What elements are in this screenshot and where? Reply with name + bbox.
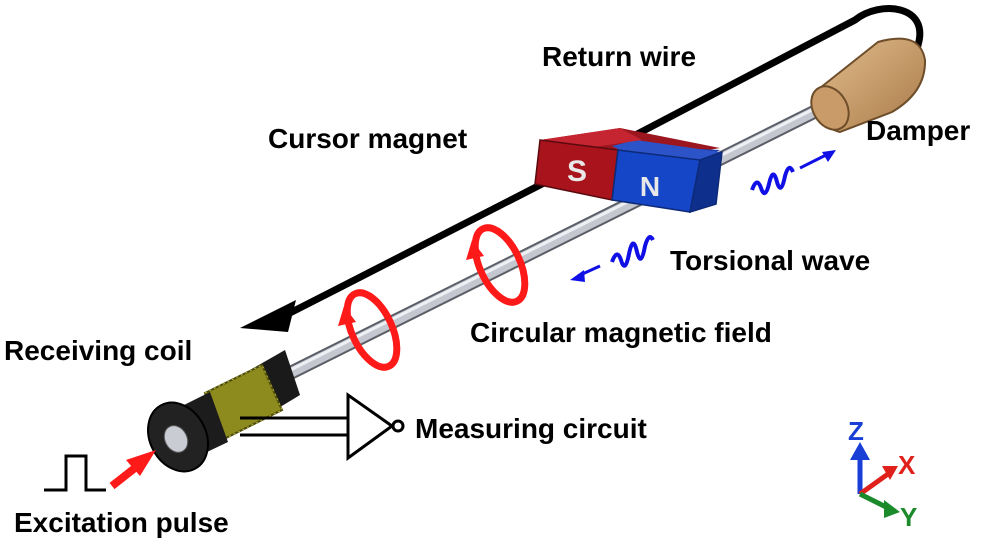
circular-field-arrow-far [466, 224, 529, 306]
return-wire-arrowhead [240, 300, 296, 332]
axis-z-label: Z [848, 416, 864, 446]
label-receiving-coil: Receiving coil [4, 335, 192, 366]
label-return-wire: Return wire [542, 41, 696, 72]
torsional-wave-right [750, 150, 836, 196]
axis-x-label: X [898, 450, 916, 480]
magnet-north-label: N [640, 171, 660, 202]
label-torsional-wave: Torsional wave [670, 245, 870, 276]
magnet-south-label: S [567, 155, 587, 188]
label-circular-field: Circular magnetic field [470, 317, 772, 348]
label-measuring-circuit: Measuring circuit [415, 413, 647, 444]
receiving-coil [147, 350, 300, 473]
axis-y-label: Y [900, 502, 917, 532]
axis-triad: Z X Y [848, 416, 917, 532]
cursor-magnet: S N [534, 128, 723, 214]
torsional-wave-left [570, 235, 655, 282]
damper [810, 37, 927, 134]
label-damper: Damper [866, 115, 970, 146]
label-cursor-magnet: Cursor magnet [268, 123, 467, 154]
measuring-circuit-symbol [240, 392, 405, 461]
label-excitation-pulse: Excitation pulse [14, 507, 229, 538]
excitation-pulse-symbol [44, 450, 156, 492]
circular-field-arrow-near [338, 289, 401, 371]
